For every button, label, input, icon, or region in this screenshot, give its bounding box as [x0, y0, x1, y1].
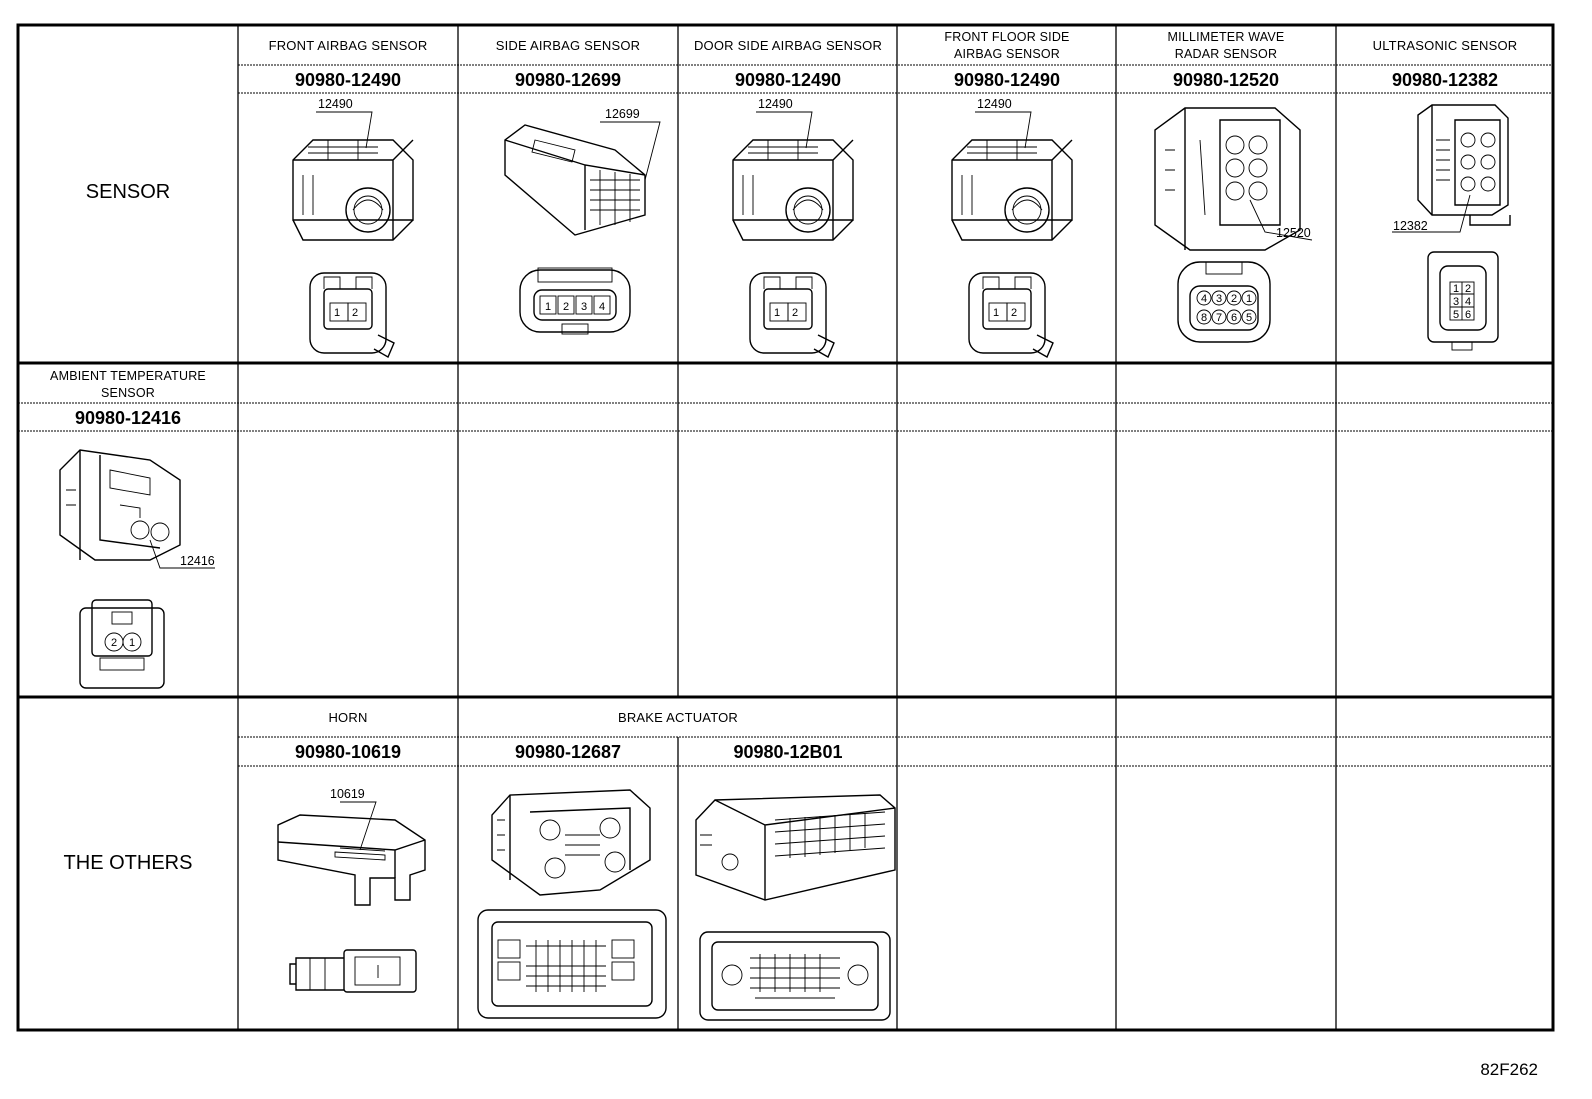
svg-text:5: 5: [1453, 309, 1459, 321]
svg-text:2: 2: [1231, 293, 1237, 305]
callout-front-airbag: 12490: [318, 97, 353, 111]
svg-text:1: 1: [993, 307, 999, 319]
svg-text:1: 1: [774, 307, 780, 319]
svg-text:4: 4: [599, 301, 605, 313]
connector-horn: 10619: [277, 787, 426, 993]
sensor-name-mmwave-1: MILLIMETER WAVE: [1168, 30, 1285, 44]
sensor-headers: FRONT AIRBAG SENSOR SIDE AIRBAG SENSOR D…: [269, 30, 1518, 90]
table-grid: [16, 23, 1555, 1032]
part-no-side-airbag: 90980-12699: [515, 70, 621, 90]
sensor-name-mmwave-2: RADAR SENSOR: [1175, 47, 1277, 61]
part-no-ambient: 90980-12416: [75, 408, 181, 428]
part-no-ultrasonic: 90980-12382: [1392, 70, 1498, 90]
row-label-sensor: SENSOR: [86, 181, 170, 203]
svg-text:4: 4: [1201, 293, 1207, 305]
part-no-door-side-airbag: 90980-12490: [735, 70, 841, 90]
callout-door-side-airbag: 12490: [758, 97, 793, 111]
part-no-horn: 90980-10619: [295, 742, 401, 762]
svg-text:1: 1: [545, 301, 551, 313]
svg-text:3: 3: [1453, 296, 1459, 308]
callout-front-floor-side-airbag: 12490: [977, 97, 1012, 111]
connector-front-floor-side-airbag: 1 2 12490: [951, 97, 1073, 358]
figure-code: 82F262: [1480, 1060, 1538, 1079]
connector-door-side-airbag: 1 2 12490: [732, 97, 854, 358]
callout-side-airbag: 12699: [605, 107, 640, 121]
svg-text:1: 1: [1246, 293, 1252, 305]
sensor-name-door-side-airbag: DOOR SIDE AIRBAG SENSOR: [694, 38, 882, 53]
svg-text:3: 3: [1216, 293, 1222, 305]
connector-side-airbag: 12699 1 2 3 4: [504, 107, 661, 335]
svg-text:2: 2: [563, 301, 569, 313]
svg-text:8: 8: [1201, 312, 1207, 324]
connector-brake-actuator-12687: [477, 789, 667, 1019]
others-name-horn: HORN: [328, 710, 367, 725]
sensor-name-front-floor-side-2: AIRBAG SENSOR: [954, 47, 1060, 61]
part-no-brake-actuator-2: 90980-12B01: [733, 742, 842, 762]
svg-text:2: 2: [111, 637, 117, 649]
svg-text:3: 3: [581, 301, 587, 313]
svg-text:5: 5: [1246, 312, 1252, 324]
sensor-name-front-floor-side-1: FRONT FLOOR SIDE: [944, 30, 1069, 44]
callout-ultrasonic: 12382: [1393, 219, 1428, 233]
callout-mmwave: 12520: [1276, 226, 1311, 240]
callout-ambient: 12416: [180, 554, 215, 568]
part-no-mmwave: 90980-12520: [1173, 70, 1279, 90]
ambient-name-1: AMBIENT TEMPERATURE: [50, 369, 206, 383]
callout-horn: 10619: [330, 787, 365, 801]
part-no-front-airbag: 90980-12490: [295, 70, 401, 90]
svg-text:1: 1: [334, 307, 340, 319]
svg-text:2: 2: [352, 307, 358, 319]
part-no-brake-actuator-1: 90980-12687: [515, 742, 621, 762]
svg-text:2: 2: [792, 307, 798, 319]
others-name-brake-actuator: BRAKE ACTUATOR: [618, 710, 738, 725]
connector-front-airbag: 1 2 12490: [292, 97, 414, 358]
connector-brake-actuator-12B01: [695, 794, 896, 1021]
svg-text:2: 2: [1465, 283, 1471, 295]
row-label-others: THE OTHERS: [64, 852, 193, 874]
connector-ambient-temperature: 12416 2 1: [59, 449, 215, 689]
svg-text:7: 7: [1216, 312, 1222, 324]
others-headers: HORN BRAKE ACTUATOR 90980-10619 90980-12…: [295, 710, 843, 762]
sensor-name-ultrasonic: ULTRASONIC SENSOR: [1373, 38, 1518, 53]
svg-text:6: 6: [1231, 312, 1237, 324]
connector-ultrasonic: 12382 1 2 3 4 5 6: [1392, 104, 1511, 351]
ambient-header: AMBIENT TEMPERATURE SENSOR 90980-12416: [50, 369, 206, 428]
svg-text:6: 6: [1465, 309, 1471, 321]
sensor-name-front-airbag: FRONT AIRBAG SENSOR: [269, 38, 428, 53]
svg-text:2: 2: [1011, 307, 1017, 319]
part-no-front-floor-side: 90980-12490: [954, 70, 1060, 90]
sensor-name-side-airbag: SIDE AIRBAG SENSOR: [496, 38, 640, 53]
ambient-name-2: SENSOR: [101, 386, 155, 400]
svg-text:1: 1: [129, 637, 135, 649]
connector-mmwave-radar: 12520 4 3 2 1 8 7 6 5: [1154, 107, 1313, 343]
svg-text:1: 1: [1453, 283, 1459, 295]
svg-text:4: 4: [1465, 296, 1471, 308]
